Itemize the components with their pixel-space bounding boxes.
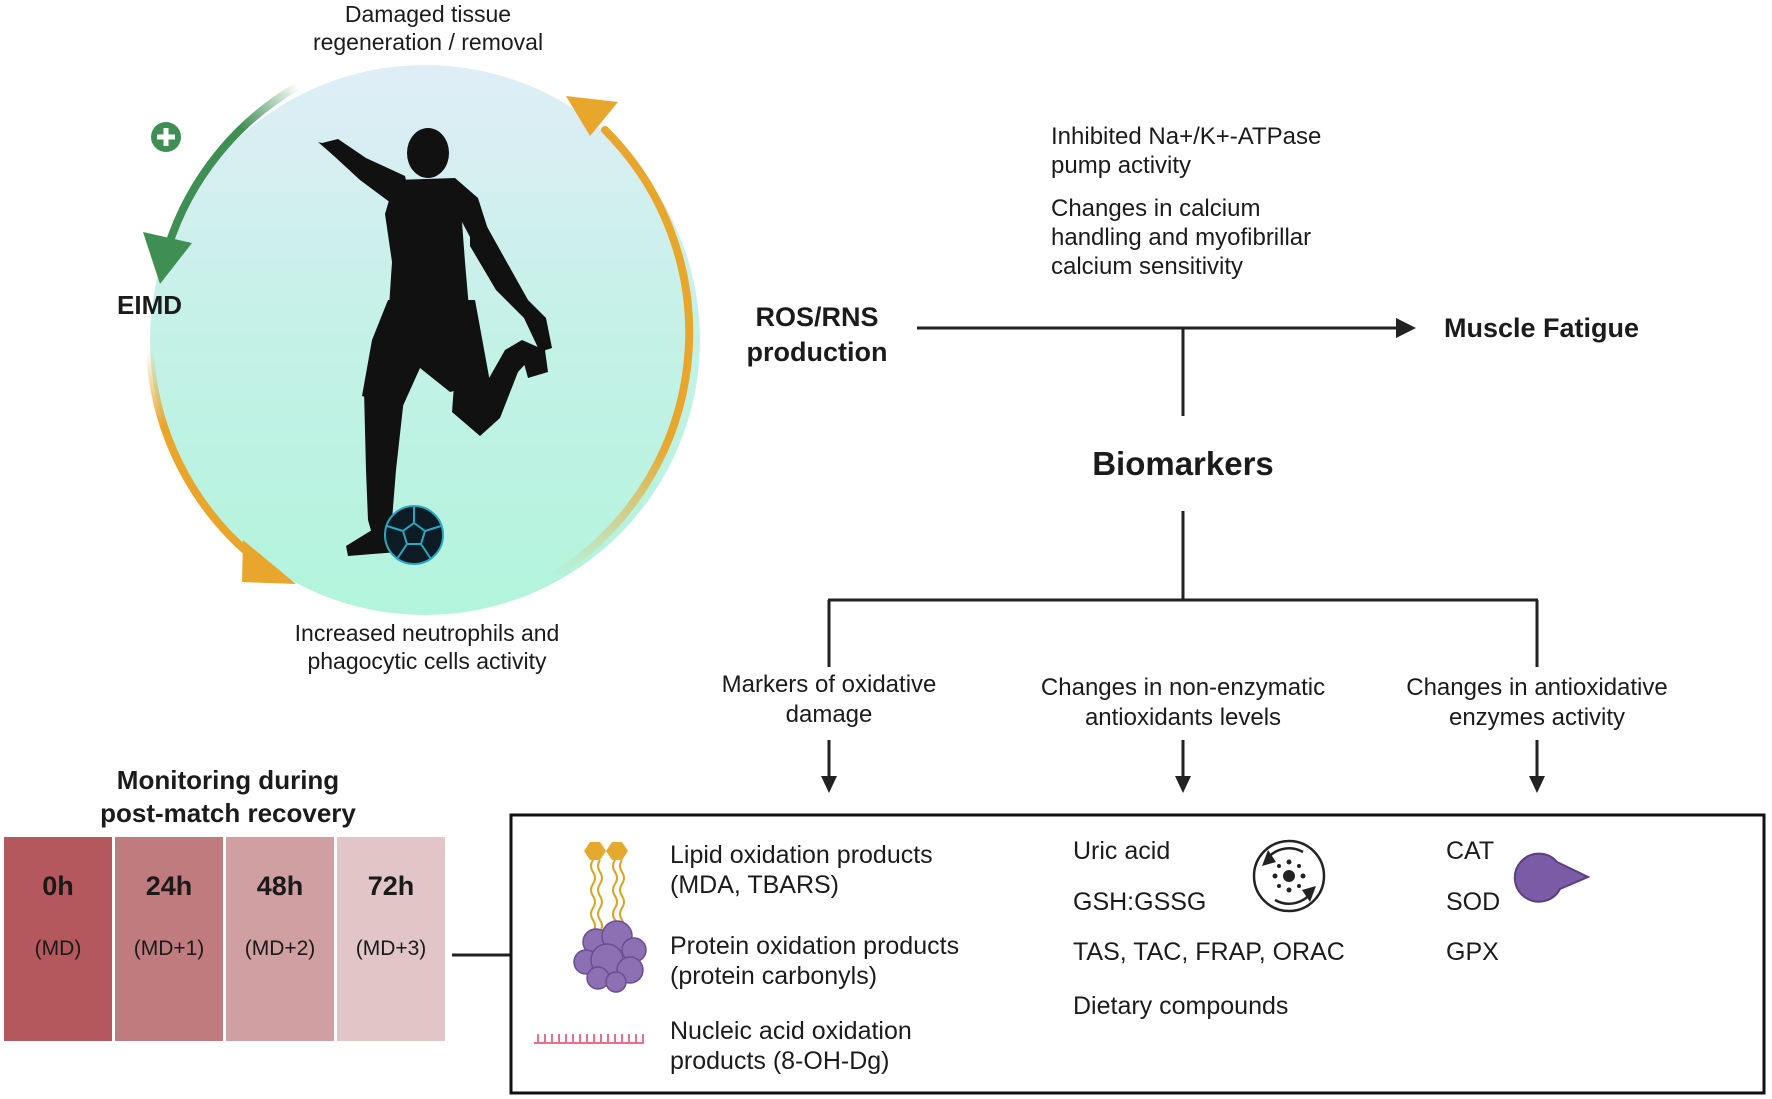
damage-marker-line: (protein carbonyls) xyxy=(670,962,878,990)
ros-rns-label: ROS/RNS production xyxy=(722,300,912,370)
enzyme-pacman-icon xyxy=(1513,852,1591,903)
damage-marker-nucleic: Nucleic acid oxidation products (8-OH-Dg… xyxy=(670,1016,912,1076)
branch-oxidative-damage-line: damage xyxy=(785,701,873,728)
soccer-ball-icon xyxy=(384,505,444,565)
non-enzymatic-tas: TAS, TAC, FRAP, ORAC xyxy=(1073,938,1345,966)
antioxidant-cycle-icon xyxy=(1252,839,1326,913)
damage-marker-line: Nucleic acid oxidation xyxy=(670,1017,912,1045)
non-enzymatic-gsh: GSH:GSSG xyxy=(1073,888,1207,916)
effect-calcium: Changes in calcium handling and myofibri… xyxy=(1051,194,1311,281)
ros-to-fatigue-arrowhead xyxy=(1396,318,1416,338)
enzyme-sod: SOD xyxy=(1446,888,1501,916)
timepoint-label: (MD+2) xyxy=(244,937,316,960)
timepoint-cell: 72h (MD+3) xyxy=(337,837,445,1041)
timepoint-time: 24h xyxy=(145,871,193,901)
branch-left-arrowhead xyxy=(821,776,837,793)
timepoint-label: (MD+3) xyxy=(355,937,427,960)
damage-marker-protein: Protein oxidation products (protein carb… xyxy=(670,931,959,991)
branch-non-enzymatic-line: antioxidants levels xyxy=(1084,704,1282,731)
cycle-bottom-label-line: phagocytic cells activity xyxy=(307,648,547,674)
timepoint-label: (MD) xyxy=(34,937,82,960)
branch-enzymes: Changes in antioxidative enzymes activit… xyxy=(1372,673,1702,733)
effect-calcium-line: handling and myofibrillar xyxy=(1051,224,1312,251)
ros-rns-label-line: ROS/RNS xyxy=(755,302,879,332)
timepoint-time: 72h xyxy=(367,871,415,901)
branch-oxidative-damage-line: Markers of oxidative xyxy=(721,671,937,698)
branch-oxidative-damage: Markers of oxidative damage xyxy=(679,670,979,730)
damage-marker-line: (MDA, TBARS) xyxy=(670,871,839,899)
monitoring-title-line: post-match recovery xyxy=(100,798,356,828)
cycle-top-label-line: regeneration / removal xyxy=(312,29,544,55)
cycle-bottom-label-line: Increased neutrophils and xyxy=(294,620,560,646)
branch-non-enzymatic: Changes in non-enzymatic antioxidants le… xyxy=(1013,673,1353,733)
timepoint-cell: 48h (MD+2) xyxy=(226,837,334,1041)
cycle-left-label: EIMD xyxy=(117,290,182,320)
effect-calcium-line: Changes in calcium xyxy=(1051,195,1261,222)
branch-right-arrowhead xyxy=(1529,776,1545,793)
non-enzymatic-uric-acid: Uric acid xyxy=(1073,837,1171,865)
effect-atpase: Inhibited Na+/K+-ATPase pump activity xyxy=(1051,122,1321,180)
biomarkers-title: Biomarkers xyxy=(1092,445,1274,482)
nucleic-acid-strand-icon xyxy=(534,1034,644,1044)
monitoring-title: Monitoring during post-match recovery xyxy=(60,764,396,830)
ros-rns-label-line: production xyxy=(746,337,888,367)
green-cycle-arrow xyxy=(164,82,302,251)
orange-arrowhead-bottom xyxy=(242,540,296,584)
damage-marker-line: Lipid oxidation products xyxy=(670,841,933,869)
monitoring-title-line: Monitoring during xyxy=(116,765,340,795)
branch-non-enzymatic-line: Changes in non-enzymatic xyxy=(1040,674,1326,701)
effect-atpase-line: pump activity xyxy=(1051,152,1192,179)
timepoint-cell: 0h (MD) xyxy=(4,837,112,1041)
timepoint-label: (MD+1) xyxy=(133,937,205,960)
effect-atpase-line: Inhibited Na+/K+-ATPase xyxy=(1051,123,1322,150)
timepoint-time: 48h xyxy=(256,871,304,901)
damage-marker-line: products (8-OH-Dg) xyxy=(670,1047,890,1075)
damage-marker-line: Protein oxidation products xyxy=(670,932,960,960)
orange-cycle-arrow-right xyxy=(551,126,694,579)
lipid-molecule-icon xyxy=(584,842,628,933)
damage-marker-lipid: Lipid oxidation products (MDA, TBARS) xyxy=(670,840,933,900)
enzyme-gpx: GPX xyxy=(1446,938,1499,966)
cycle-top-label-line: Damaged tissue xyxy=(344,1,512,27)
effect-calcium-line: calcium sensitivity xyxy=(1051,253,1244,280)
green-arrowhead xyxy=(143,232,192,284)
branch-enzymes-line: enzymes activity xyxy=(1448,704,1626,731)
non-enzymatic-dietary: Dietary compounds xyxy=(1073,992,1289,1020)
biomarker-panel xyxy=(509,813,1766,1095)
protein-cluster-icon xyxy=(573,920,647,993)
branch-enzymes-line: Changes in antioxidative xyxy=(1406,674,1668,701)
muscle-fatigue-label: Muscle Fatigue xyxy=(1444,313,1640,343)
cycle-bottom-label: Increased neutrophils and phagocytic cel… xyxy=(262,619,592,675)
branch-center-arrowhead xyxy=(1175,776,1191,793)
enzyme-cat: CAT xyxy=(1446,837,1495,865)
timepoint-time: 0h xyxy=(42,871,74,901)
orange-arrowhead-top xyxy=(566,96,618,136)
cycle-top-label: Damaged tissue regeneration / removal xyxy=(278,0,578,56)
plus-circle-icon xyxy=(151,122,181,152)
timepoint-cell: 24h (MD+1) xyxy=(115,837,223,1041)
